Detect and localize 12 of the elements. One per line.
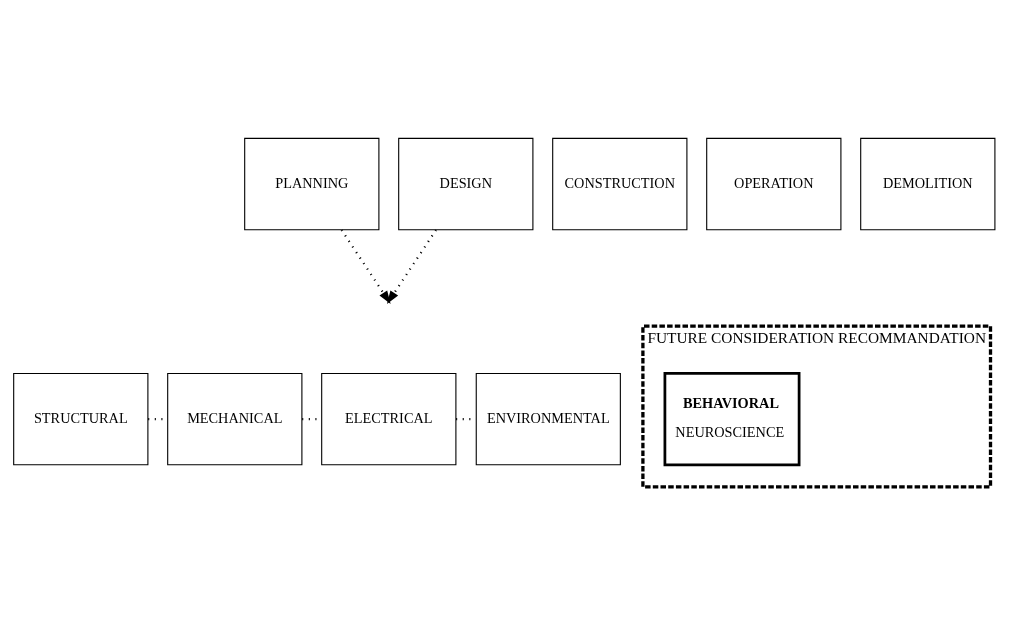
node-box: ELECTRICAL	[321, 372, 457, 465]
node-box: DEMOLITION	[860, 137, 996, 230]
node-box: DESIGN	[398, 137, 534, 230]
node-box: ENVIRONMENTAL	[475, 372, 621, 465]
arrow	[340, 228, 391, 304]
node-box: STRUCTURAL	[13, 372, 149, 465]
node-box: CONSTRUCTION	[552, 137, 688, 230]
node-box: OPERATION	[706, 137, 842, 230]
node-box: BEHAVIORAL NEUROSCIENCE	[663, 371, 801, 466]
arrow	[386, 228, 437, 304]
node-box: PLANNING	[244, 137, 380, 230]
node-box: MECHANICAL	[167, 372, 303, 465]
